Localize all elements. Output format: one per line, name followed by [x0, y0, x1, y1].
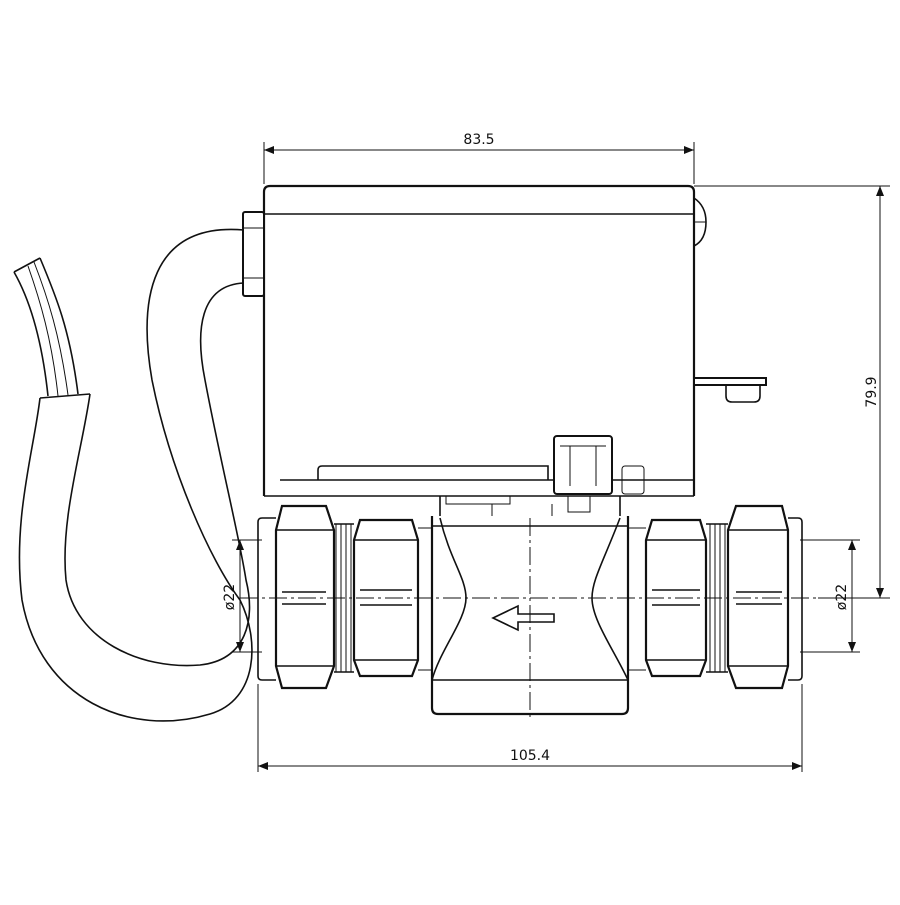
dimension-right-diameter: ø22 [800, 539, 860, 653]
dimension-label-left-diameter: ø22 [222, 584, 238, 610]
dimension-label-right-diameter: ø22 [834, 584, 850, 610]
dimension-overall-height: 79.9 [694, 185, 890, 599]
left-compression-fitting [257, 504, 432, 690]
center-lines [240, 518, 818, 720]
dimension-left-diameter: ø22 [222, 539, 262, 653]
dimension-actuator-width: 83.5 [263, 132, 695, 184]
dimension-label-height: 79.9 [864, 376, 880, 407]
cable [13, 228, 253, 722]
actuator-housing [242, 184, 767, 516]
dimension-overall-length: 105.4 [257, 684, 803, 772]
dimension-label-width: 83.5 [463, 132, 494, 148]
arrow-left-icon [491, 604, 555, 632]
right-compression-fitting [628, 504, 803, 690]
dimension-label-length: 105.4 [510, 748, 550, 764]
